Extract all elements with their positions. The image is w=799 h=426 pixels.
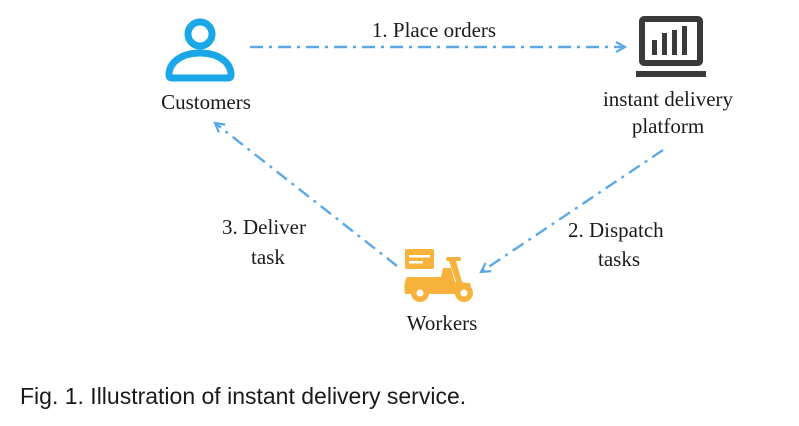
delivery-scooter-icon — [404, 249, 473, 302]
arrow-dispatch-tasks — [481, 149, 664, 272]
edge-place-orders: 1. Place orders — [250, 18, 625, 47]
user-icon — [165, 18, 235, 82]
dispatch-tasks-label-line2: tasks — [598, 247, 640, 271]
platform-label-line2: platform — [632, 114, 704, 138]
deliver-task-label-line2: task — [251, 245, 285, 269]
place-orders-label: 1. Place orders — [372, 18, 496, 42]
platform-node: instant delivery platform — [603, 16, 734, 138]
workers-node: Workers — [404, 249, 477, 335]
dispatch-tasks-label-line1: 2. Dispatch — [568, 218, 664, 242]
edge-dispatch-tasks: 2. Dispatch tasks — [481, 149, 664, 272]
edge-deliver-task: 3. Deliver task — [215, 123, 398, 269]
figure-caption: Fig. 1. Illustration of instant delivery… — [20, 383, 466, 409]
customers-node: Customers — [161, 18, 251, 114]
deliver-task-label-line1: 3. Deliver — [222, 215, 306, 239]
customers-label: Customers — [161, 90, 251, 114]
monitor-chart-icon — [636, 16, 706, 77]
platform-label-line1: instant delivery — [603, 87, 734, 111]
workers-label: Workers — [407, 311, 478, 335]
arrow-deliver-task — [215, 123, 398, 267]
